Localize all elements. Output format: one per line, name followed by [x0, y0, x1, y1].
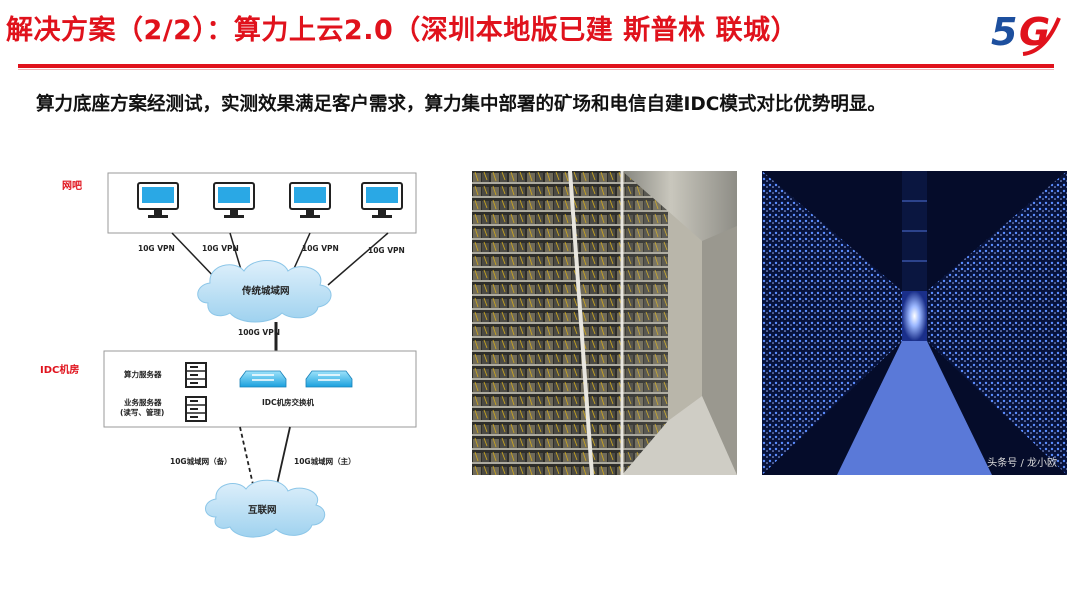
link-label: 10G VPN — [202, 244, 239, 253]
metro-cloud-icon — [197, 260, 332, 323]
backup-link-label: 10G城域网（备） — [170, 456, 232, 466]
link-line — [171, 232, 219, 282]
zone-label-idc: IDC机房 — [40, 363, 79, 376]
link-line — [291, 232, 311, 274]
mining-farm-image — [472, 171, 737, 475]
link-label: 10G VPN — [302, 244, 339, 253]
monitor-icon — [289, 182, 331, 218]
main-link-label: 10G城域网（主） — [294, 456, 356, 466]
slide-title: 解决方案（2/2）：算力上云2.0（深圳本地版已建 斯普林 联城） — [6, 15, 799, 46]
uplink-label: 100G VPN — [238, 328, 280, 337]
link-label: 10G VPN — [368, 246, 405, 255]
body-paragraph: 算力底座方案经测试，实测效果满足客户需求，算力集中部署的矿场和电信自建IDC模式… — [36, 94, 886, 115]
main-link-line — [275, 426, 291, 490]
compute-server-label: 算力服务器 — [124, 369, 162, 379]
monitor-icon — [361, 182, 403, 218]
metro-cloud-label: 传统城域网 — [241, 285, 290, 297]
logo-g: G — [1019, 10, 1051, 54]
link-line — [327, 232, 389, 286]
switch-icon — [239, 370, 287, 388]
switch-icon — [305, 370, 353, 388]
internet-cloud-icon — [205, 479, 326, 538]
backup-link-line — [239, 426, 255, 490]
zone-label-netbar: 网吧 — [62, 180, 82, 192]
5g-logo-icon: 5 G — [985, 8, 1065, 58]
idc-switch-label: IDC机房交换机 — [262, 397, 315, 407]
server-icon — [185, 362, 207, 388]
idc-datacenter-image — [762, 171, 1067, 475]
link-label: 10G VPN — [138, 244, 175, 253]
title-divider-light — [18, 69, 1054, 70]
logo-swoosh-icon — [1022, 17, 1061, 56]
internet-cloud-label: 互联网 — [248, 504, 277, 516]
business-server-sublabel: (读写、管理) — [120, 407, 164, 417]
business-server-label: 业务服务器 — [124, 397, 162, 407]
monitor-icon — [137, 182, 179, 218]
photo-watermark: 头条号 / 龙小欧 — [987, 458, 1057, 469]
mining-farm-photo — [472, 171, 737, 475]
title-divider — [18, 64, 1054, 68]
monitor-icon — [213, 182, 255, 218]
link-line — [229, 232, 243, 274]
idc-datacenter-photo: 头条号 / 龙小欧 — [762, 171, 1067, 475]
network-diagram: 网吧 IDC机房 10G VPN 10G VPN 10G VPN 10G VPN — [40, 172, 417, 538]
idc-box — [103, 350, 417, 428]
logo-5: 5 — [991, 10, 1018, 54]
server-icon — [185, 396, 207, 422]
